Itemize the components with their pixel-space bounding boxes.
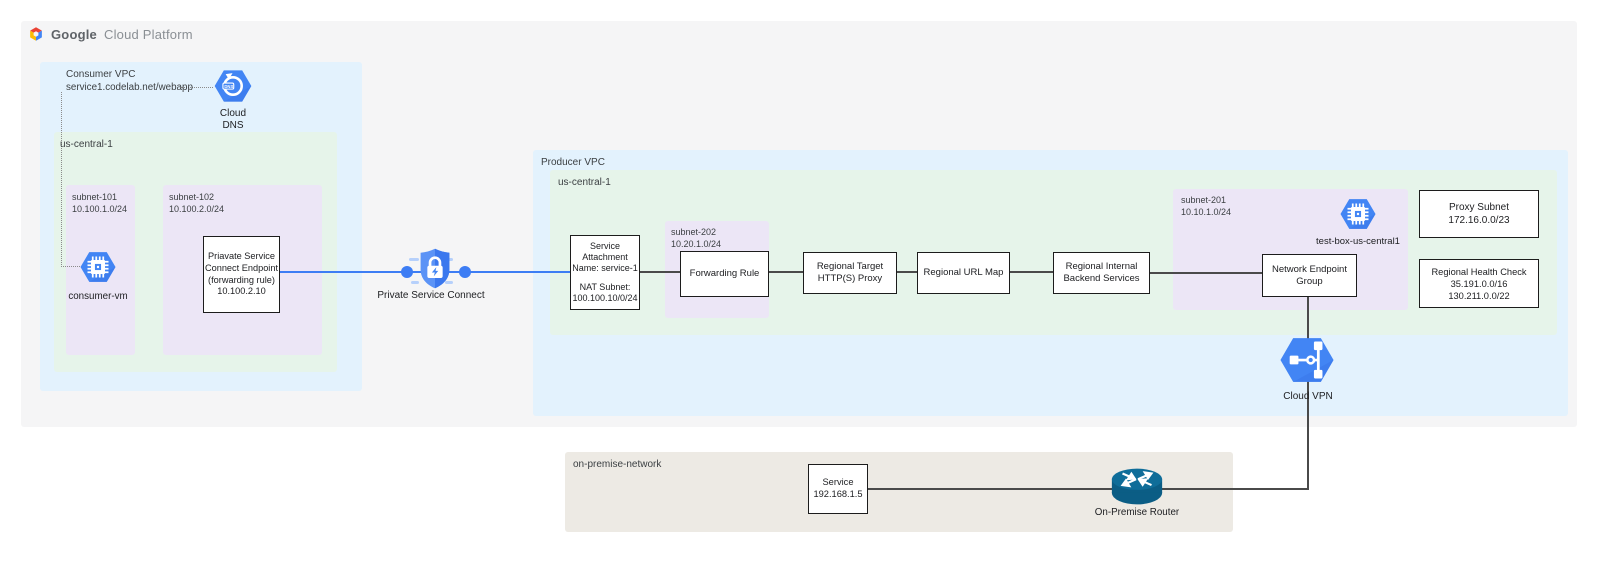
label-line: consumer-vm bbox=[68, 291, 128, 302]
on-premise-router-label: On-Premise Router bbox=[1077, 507, 1197, 519]
label-line: On-Premise Router bbox=[1094, 507, 1180, 518]
box-line: Connect Endpoint bbox=[204, 262, 279, 273]
box-line: Regional Internal bbox=[1065, 261, 1138, 273]
subnet-name: subnet-202 bbox=[671, 227, 717, 237]
network-endpoint-group-box: Network Endpoint Group bbox=[1262, 254, 1357, 297]
cloud-vpn-icon bbox=[1280, 338, 1334, 382]
box-line: Backend Services bbox=[1063, 273, 1140, 284]
service-attachment-box: Service Attachment Name: service-1 NAT S… bbox=[570, 235, 640, 310]
box-line: 130.211.0.0/22 bbox=[1448, 290, 1510, 301]
gcp-logo-icon bbox=[30, 27, 42, 41]
psc-shield-icon bbox=[420, 248, 450, 289]
connector-sa-fr bbox=[640, 271, 680, 273]
proxy-subnet-box: Proxy Subnet 172.16.0.0/23 bbox=[1419, 190, 1539, 238]
subnet-cidr: 10.20.1.0/24 bbox=[671, 238, 722, 249]
connector-service-router-horizontal bbox=[868, 488, 1308, 490]
dns-badge-text: DNS bbox=[224, 84, 233, 89]
box-line: Proxy Subnet bbox=[1448, 202, 1510, 213]
box-line: 192.168.1.5 bbox=[813, 489, 863, 499]
psc-dash bbox=[409, 258, 419, 261]
regional-backend-services-box: Regional Internal Backend Services bbox=[1053, 252, 1150, 294]
subnet-201-label: subnet-201 10.10.1.0/24 bbox=[1181, 195, 1231, 218]
regional-target-proxy-box: Regional Target HTTP(S) Proxy bbox=[803, 252, 897, 294]
box-line: Service bbox=[589, 241, 620, 251]
on-premise-label: on-premise-network bbox=[573, 459, 662, 470]
box-line: Priavate Service bbox=[208, 250, 275, 261]
box-line: Forwarding Rule bbox=[689, 268, 760, 280]
dns-vm-dotted-connector-vertical bbox=[61, 92, 62, 267]
regional-health-check-box: Regional Health Check 35.191.0.0/16 130.… bbox=[1419, 259, 1539, 308]
psc-dash bbox=[411, 281, 419, 284]
psc-endpoint-box: Priavate Service Connect Endpoint (forwa… bbox=[203, 236, 280, 313]
cloud-vpn-label: Cloud VPN bbox=[1267, 391, 1349, 403]
connector-urlmap-backend bbox=[1010, 271, 1053, 273]
psc-label: Private Service Connect bbox=[366, 290, 496, 302]
box-line: Regional Target bbox=[816, 261, 884, 273]
subnet-202-label: subnet-202 10.20.1.0/24 bbox=[671, 227, 721, 250]
consumer-vm-icon bbox=[80, 252, 116, 282]
test-box-icon bbox=[1340, 199, 1376, 229]
psc-dash bbox=[445, 281, 453, 284]
on-premise-router-icon bbox=[1111, 468, 1163, 505]
dns-record-label: service1.codelab.net/webapp bbox=[66, 82, 193, 93]
box-line: HTTP(S) Proxy bbox=[817, 273, 883, 284]
producer-region-label: us-central-1 bbox=[558, 177, 611, 188]
subnet-name: subnet-102 bbox=[169, 192, 215, 202]
box-line: 172.16.0.0/23 bbox=[1448, 215, 1510, 226]
box-line: Service bbox=[822, 477, 854, 488]
brand-cloud-platform: Cloud Platform bbox=[103, 26, 193, 42]
connector-neg-vpn-router-vertical bbox=[1307, 297, 1309, 490]
box-line: 35.191.0.0/16 bbox=[1450, 278, 1508, 289]
producer-vpc-label: Producer VPC bbox=[541, 157, 605, 168]
forwarding-rule-box: Forwarding Rule bbox=[680, 251, 769, 297]
box-line: 10.100.2.10 bbox=[217, 286, 266, 297]
subnet-101-label: subnet-101 10.100.1.0/24 bbox=[72, 192, 127, 215]
subnet-name: subnet-101 bbox=[72, 192, 118, 202]
cloud-dns-label: Cloud DNS bbox=[203, 108, 263, 132]
psc-connector-dot-right bbox=[459, 266, 471, 278]
cloud-dns-icon: DNS bbox=[214, 70, 252, 102]
on-premise-service-box: Service 192.168.1.5 bbox=[808, 464, 868, 514]
consumer-vpc-label: Consumer VPC bbox=[66, 69, 136, 80]
subnet-name: subnet-201 bbox=[1181, 195, 1227, 205]
label-line: Private Service Connect bbox=[377, 290, 485, 301]
connector-backend-neg bbox=[1150, 272, 1262, 274]
consumer-vm-label: consumer-vm bbox=[58, 291, 138, 303]
subnet-cidr: 10.10.1.0/24 bbox=[1181, 206, 1232, 217]
consumer-region-label: us-central-1 bbox=[60, 139, 113, 150]
box-line: Regional URL Map bbox=[923, 267, 1004, 279]
box-line: (forwarding rule) bbox=[208, 274, 275, 285]
connector-proxy-urlmap bbox=[897, 271, 917, 273]
box-line: Group bbox=[1296, 275, 1323, 287]
label-line: Cloud VPN bbox=[1283, 391, 1333, 402]
box-line: 100.100.10/0/24 bbox=[572, 293, 638, 303]
subnet-102-label: subnet-102 10.100.2.0/24 bbox=[169, 192, 224, 215]
box-line: Regional Health Check bbox=[1431, 266, 1527, 277]
psc-connector-dot-left bbox=[401, 266, 413, 278]
label-line: test-box-us-central1 bbox=[1316, 236, 1400, 247]
gcp-logo: Google Cloud Platform bbox=[28, 26, 193, 42]
label-line: Cloud bbox=[219, 108, 247, 119]
dns-dotted-connector bbox=[181, 87, 213, 88]
box-line: Attachment bbox=[582, 252, 628, 262]
box-line: Name: service-1 bbox=[572, 263, 638, 273]
regional-url-map-box: Regional URL Map bbox=[917, 252, 1010, 294]
dns-vm-dotted-connector-horizontal bbox=[61, 266, 80, 267]
brand-google: Google bbox=[51, 26, 97, 42]
subnet-cidr: 10.100.1.0/24 bbox=[72, 203, 128, 214]
connector-fr-proxy bbox=[769, 271, 803, 273]
test-box-label: test-box-us-central1 bbox=[1296, 236, 1420, 248]
subnet-cidr: 10.100.2.0/24 bbox=[169, 203, 225, 214]
label-line: DNS bbox=[222, 120, 244, 131]
box-spacer bbox=[571, 274, 639, 282]
box-line: Network Endpoint bbox=[1272, 263, 1347, 275]
box-line: NAT Subnet: bbox=[579, 282, 631, 292]
